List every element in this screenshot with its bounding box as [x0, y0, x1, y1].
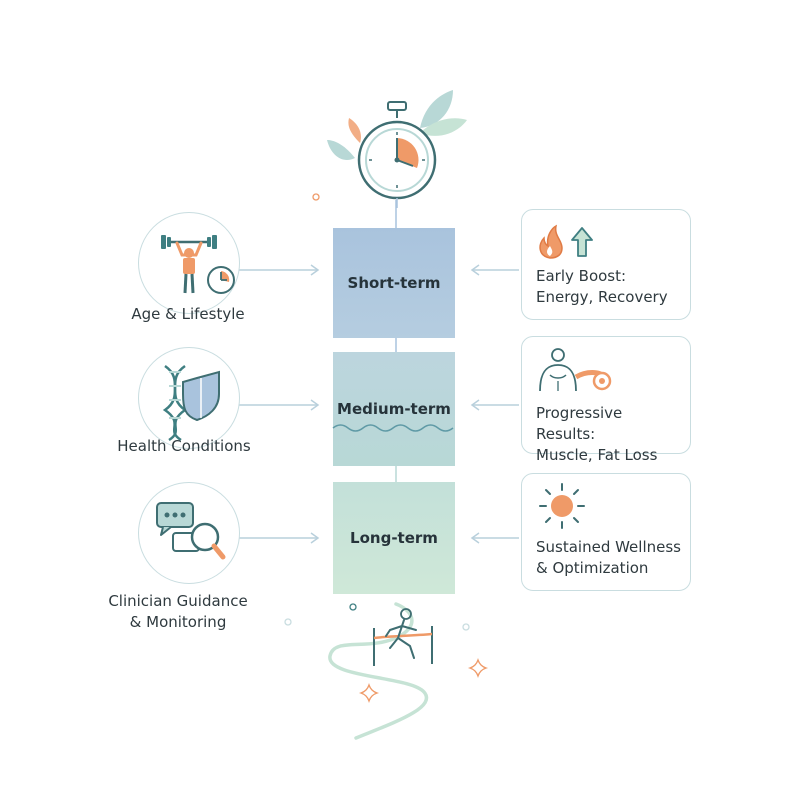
stage-label: Short-term [347, 274, 441, 292]
factor-circle-clinician [138, 482, 240, 584]
factor-circle-age [138, 212, 240, 314]
stage-label: Medium-term [337, 400, 451, 418]
factor-label-line: & Monitoring [129, 613, 227, 631]
dna-shield-icon [162, 364, 220, 442]
stopwatch-leaves-icon [327, 90, 467, 208]
stage-short-term: Short-term [333, 228, 455, 338]
decor-dot [462, 623, 470, 631]
left-arrow [238, 264, 320, 276]
factor-label-age: Age & Lifestyle [88, 304, 288, 325]
sparkle-icon [358, 682, 380, 704]
factor-label-text: Health Conditions [117, 437, 251, 455]
outcome-line: Energy, Recovery [536, 288, 668, 306]
factor-circle-health [138, 347, 240, 449]
runner-finish-line-icon [328, 602, 433, 740]
decor-dot [284, 618, 292, 626]
outcome-line: Sustained Wellness [536, 538, 681, 556]
left-arrow [238, 532, 320, 544]
outcome-line: & Optimization [536, 559, 649, 577]
chat-magnifier-icon [156, 502, 226, 560]
outcome-line: Progressive Results: [536, 404, 623, 443]
torso-tape-measure-icon [539, 348, 612, 392]
left-arrow [238, 399, 320, 411]
stage-long-term: Long-term [333, 482, 455, 594]
factor-label-line: Clinician Guidance [108, 592, 248, 610]
factor-label-health: Health Conditions [84, 436, 284, 457]
flame-arrow-up-icon [539, 224, 593, 259]
outcome-text: Sustained Wellness & Optimization [536, 537, 684, 579]
factor-label-text: Age & Lifestyle [131, 305, 245, 323]
stage-medium-term: Medium-term [332, 352, 455, 466]
outcome-card-early: Early Boost: Energy, Recovery [521, 209, 691, 320]
decor-dot [349, 603, 357, 611]
factor-label-clinician: Clinician Guidance & Monitoring [78, 591, 278, 633]
stage-label: Long-term [350, 529, 438, 547]
outcome-text: Early Boost: Energy, Recovery [536, 266, 684, 308]
right-arrow [470, 532, 519, 544]
outcome-text: Progressive Results: Muscle, Fat Loss [536, 403, 684, 466]
outcome-card-sustained: Sustained Wellness & Optimization [521, 473, 691, 591]
sun-icon [539, 483, 585, 529]
outcome-card-progressive: Progressive Results: Muscle, Fat Loss [521, 336, 691, 464]
outcome-line: Muscle, Fat Loss [536, 446, 658, 464]
sparkle-icon [467, 657, 489, 679]
wave-divider [332, 424, 454, 432]
weightlifter-clock-icon [161, 235, 235, 294]
right-arrow [470, 264, 519, 276]
right-arrow [470, 399, 519, 411]
outcome-line: Early Boost: [536, 267, 627, 285]
decor-dot [312, 193, 320, 201]
